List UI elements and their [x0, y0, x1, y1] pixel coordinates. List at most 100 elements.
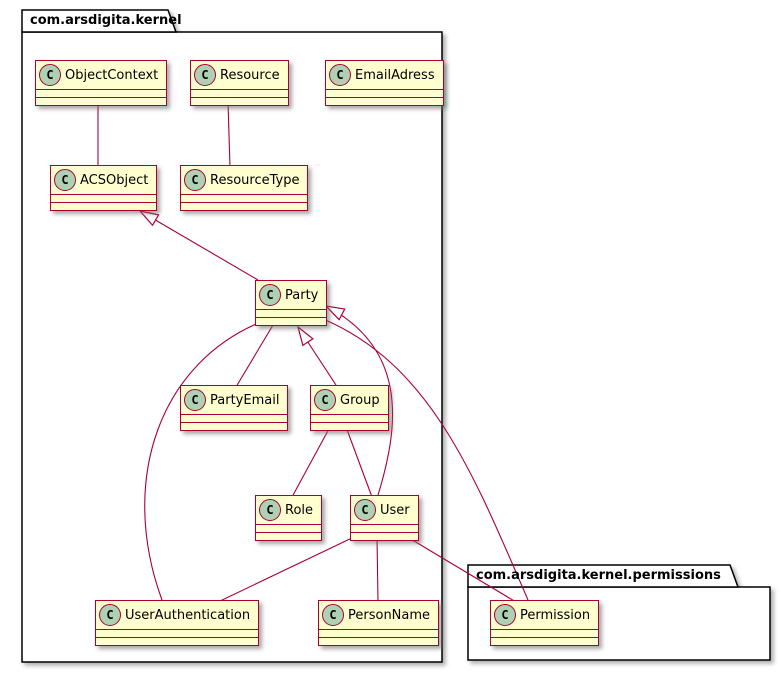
- edges: [97, 101, 529, 603]
- class-name: UserAuthentication: [125, 607, 251, 623]
- class-icon: C: [184, 389, 206, 411]
- edge-group-extends-party: [298, 327, 337, 386]
- edge-userauthentication-party: [144, 319, 267, 601]
- class-icon: C: [99, 604, 121, 626]
- methods-compartment: [351, 532, 418, 540]
- fields-compartment: [319, 629, 439, 637]
- class-icon: C: [194, 64, 216, 86]
- fields-compartment: [181, 194, 308, 202]
- edge-user-userauthentication: [217, 536, 355, 603]
- class-header: C User: [351, 496, 418, 524]
- class-group: C Group: [310, 385, 389, 431]
- package-label-permissions: com.arsdigita.kernel.permissions: [476, 568, 721, 583]
- package-permissions-body: [467, 586, 771, 661]
- methods-compartment: [96, 637, 259, 645]
- class-name: ResourceType: [210, 172, 300, 188]
- package-kernel-body: [21, 31, 443, 663]
- class-icon: C: [184, 169, 206, 191]
- class-permission: C Permission: [490, 600, 600, 646]
- class-name: Group: [340, 392, 380, 408]
- class-name: Permission: [520, 607, 591, 623]
- class-personname: C PersonName: [318, 600, 440, 646]
- class-name: ACSObject: [80, 172, 149, 188]
- class-name: User: [380, 502, 410, 518]
- class-name: Resource: [220, 67, 280, 83]
- class-header: C Party: [256, 281, 326, 309]
- class-header: C UserAuthentication: [96, 601, 258, 629]
- methods-compartment: [256, 532, 322, 540]
- fields-compartment: [181, 414, 288, 422]
- fields-compartment: [256, 524, 322, 532]
- class-icon: C: [322, 604, 344, 626]
- class-userauthentication: C UserAuthentication: [95, 600, 260, 646]
- methods-compartment: [36, 97, 167, 105]
- methods-compartment: [256, 317, 327, 325]
- fields-compartment: [326, 89, 443, 97]
- edge-group-user: [345, 426, 373, 498]
- class-header: C Group: [311, 386, 388, 414]
- class-emailadress: C EmailAdress: [325, 60, 444, 106]
- class-icon: C: [314, 389, 336, 411]
- edge-permission-party: [315, 315, 529, 601]
- class-header: C PersonName: [319, 601, 438, 629]
- edge-user-permission: [403, 534, 517, 603]
- fields-compartment: [191, 89, 288, 97]
- class-header: C Resource: [191, 61, 288, 89]
- methods-compartment: [311, 422, 388, 430]
- class-name: Role: [285, 502, 314, 518]
- edge-group-role: [291, 426, 331, 498]
- fields-compartment: [96, 629, 259, 637]
- package-kernel-tab: [21, 9, 178, 33]
- class-name: ObjectContext: [65, 67, 159, 83]
- class-header: C EmailAdress: [326, 61, 443, 89]
- class-objectcontext: C ObjectContext: [35, 60, 168, 106]
- methods-compartment: [191, 97, 288, 105]
- class-header: C ResourceType: [181, 166, 307, 194]
- class-resource: C Resource: [190, 60, 289, 106]
- fields-compartment: [256, 309, 327, 317]
- class-icon: C: [259, 499, 281, 521]
- class-icon: C: [54, 169, 76, 191]
- class-name: PartyEmail: [210, 392, 280, 408]
- methods-compartment: [181, 202, 308, 210]
- methods-compartment: [181, 422, 288, 430]
- class-header: C ObjectContext: [36, 61, 166, 89]
- methods-compartment: [51, 202, 157, 210]
- class-icon: C: [329, 64, 351, 86]
- class-partyemail: C PartyEmail: [180, 385, 289, 431]
- class-name: Party: [285, 287, 319, 303]
- class-acsobject: C ACSObject: [50, 165, 158, 211]
- class-user: C User: [350, 495, 419, 541]
- fields-compartment: [311, 414, 388, 422]
- fields-compartment: [36, 89, 167, 97]
- edge-user-personname: [376, 536, 379, 603]
- methods-compartment: [319, 637, 439, 645]
- class-role: C Role: [255, 495, 323, 541]
- class-header: C Role: [256, 496, 321, 524]
- class-header: C Permission: [491, 601, 598, 629]
- fields-compartment: [491, 629, 599, 637]
- package-permissions-tab: [467, 564, 740, 588]
- methods-compartment: [491, 637, 599, 645]
- package-kernel: [21, 9, 443, 663]
- class-icon: C: [259, 284, 281, 306]
- edge-partyemail-party: [235, 319, 277, 388]
- methods-compartment: [326, 97, 443, 105]
- package-permissions: [467, 564, 771, 661]
- class-header: C ACSObject: [51, 166, 156, 194]
- fields-compartment: [351, 524, 418, 532]
- edge-resource-resourcetype: [227, 101, 231, 168]
- fields-compartment: [51, 194, 157, 202]
- class-name: EmailAdress: [355, 67, 435, 83]
- edge-party-extends-acsobject: [140, 211, 259, 281]
- package-label-kernel: com.arsdigita.kernel: [30, 13, 182, 28]
- class-icon: C: [494, 604, 516, 626]
- class-party: C Party: [255, 280, 328, 326]
- class-icon: C: [354, 499, 376, 521]
- class-icon: C: [39, 64, 61, 86]
- edge-user-extends-party: [326, 306, 394, 496]
- class-name: PersonName: [348, 607, 431, 623]
- class-resourcetype: C ResourceType: [180, 165, 309, 211]
